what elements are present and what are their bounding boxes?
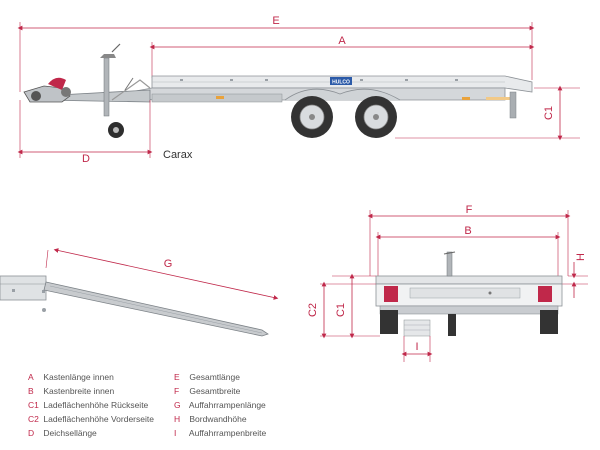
legend-item: E Gesamtlänge (174, 372, 240, 382)
dimension-label-e: E (272, 15, 279, 27)
legend-item: C2 Ladeflächenhöhe Vorderseite (28, 414, 154, 424)
legend-item: H Bordwandhöhe (174, 414, 247, 424)
rear-bed-edge (375, 275, 563, 285)
dimension-label-i: I (415, 341, 418, 353)
rear-jockey-wheel (448, 314, 456, 336)
legend-item: I Auffahrrampenbreite (174, 428, 267, 438)
ramp-ends (403, 319, 431, 337)
rear-wheel-left (380, 310, 398, 334)
legend-item: B Kastenbreite innen (28, 386, 115, 396)
legend-item: A Kastenlänge innen (28, 372, 114, 382)
rear-axle (379, 305, 559, 315)
tail-light-left (384, 286, 398, 302)
dimension-label-h: H (575, 253, 587, 261)
jockey-wheel-post (103, 57, 110, 117)
dimension-label-c2: C2 (307, 303, 319, 317)
side-view: E A HULCO (17, 15, 580, 165)
legend-item: F Gesamtbreite (174, 386, 241, 396)
side-marker-strip (486, 97, 516, 100)
rear-view: F B H I (307, 204, 588, 362)
dimension-label-c1-rear: C1 (335, 303, 347, 317)
dimension-label-c1-side: C1 (543, 106, 555, 120)
dimension-line-g (53, 248, 279, 300)
rear-jockey-post (446, 251, 453, 277)
tail-light-right (538, 286, 552, 302)
ramp (43, 281, 269, 337)
model-name: Carax (163, 149, 193, 161)
legend-item: G Auffahrrampenlänge (174, 400, 266, 410)
dimension-label-a: A (338, 35, 346, 47)
wheel-rear (355, 96, 397, 138)
side-reflector-rear (462, 97, 470, 100)
dimension-label-b: B (464, 225, 471, 237)
dimension-label-f: F (466, 204, 473, 216)
rear-wheel-right (540, 310, 558, 334)
ramp-view: G (0, 248, 279, 337)
legend-item: D Deichsellänge (28, 428, 97, 438)
dimension-label-g: G (164, 258, 173, 270)
brand-badge (330, 77, 352, 85)
legend-item: C1 Ladeflächenhöhe Rückseite (28, 400, 149, 410)
wheel-front (291, 96, 333, 138)
ramp-trailer-end (0, 275, 47, 301)
dimension-label-d: D (82, 153, 90, 165)
brand-badge-text: HULCO (332, 80, 350, 86)
rear-support-leg (509, 91, 517, 119)
side-reflector-front (216, 96, 224, 99)
coupling-head (23, 77, 71, 103)
